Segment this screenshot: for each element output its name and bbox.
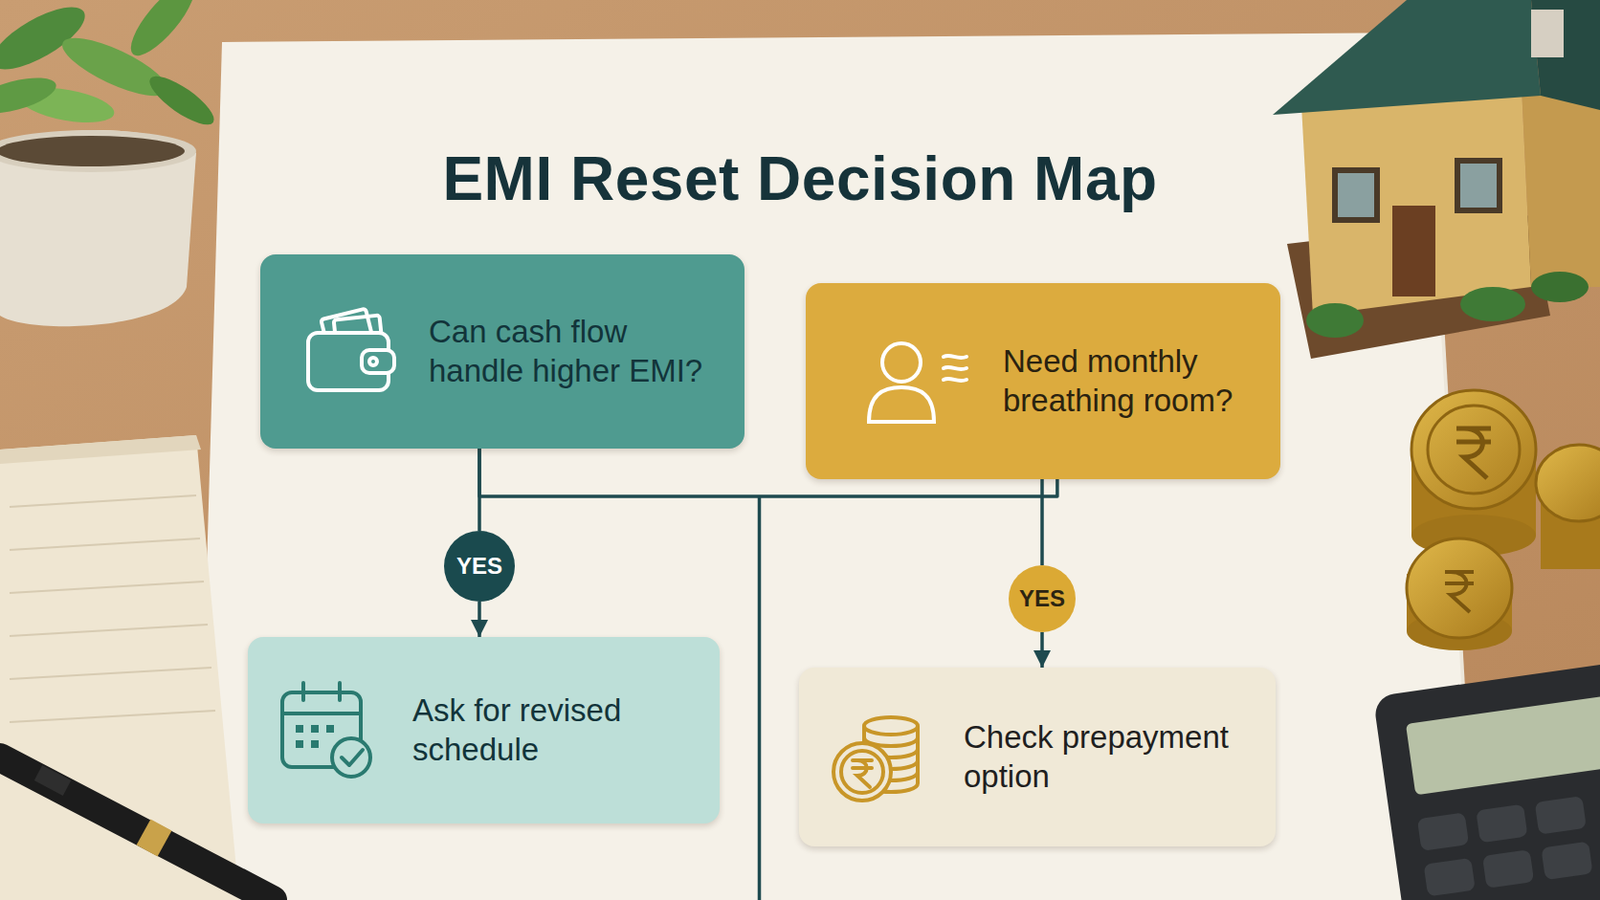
box-label: Can cash flow handle higher EMI? bbox=[428, 312, 724, 391]
coin-stacks bbox=[1406, 390, 1600, 651]
text-wrap: YES bbox=[456, 553, 503, 580]
box-label: Check prepayment option bbox=[963, 718, 1255, 797]
connector bbox=[477, 601, 482, 638]
yes-badge: YES bbox=[1008, 565, 1076, 633]
diagram-title: EMI Reset Decision Map bbox=[0, 143, 1600, 215]
plant bbox=[0, 0, 221, 327]
person-icon bbox=[863, 335, 977, 428]
calendar-icon bbox=[276, 679, 378, 783]
house-model bbox=[1272, 0, 1600, 359]
wallet-icon bbox=[302, 306, 404, 399]
action-box: Check prepayment option bbox=[799, 667, 1276, 847]
calculator bbox=[1373, 659, 1600, 900]
pen bbox=[0, 757, 273, 900]
text-wrap: Ask for revised schedule bbox=[412, 691, 699, 770]
text-wrap: Check prepayment option bbox=[963, 718, 1255, 797]
text-wrap: YES bbox=[1019, 585, 1066, 613]
action-box: Ask for revised schedule bbox=[247, 637, 720, 824]
connector bbox=[1040, 479, 1045, 566]
trunk-line bbox=[757, 496, 762, 900]
text-wrap: Can cash flow handle higher EMI? bbox=[428, 312, 724, 391]
question-box: Can cash flow handle higher EMI? bbox=[260, 254, 745, 449]
question-box: Need monthly breathing room? bbox=[805, 283, 1281, 480]
badge-label: YES bbox=[456, 553, 503, 580]
connector bbox=[477, 448, 482, 532]
badge-label: YES bbox=[1019, 585, 1066, 613]
box-label: Ask for revised schedule bbox=[412, 691, 699, 770]
text-wrap: Need monthly breathing room? bbox=[1002, 342, 1260, 421]
connector bbox=[1040, 632, 1045, 668]
coins-icon bbox=[827, 709, 928, 807]
yes-badge: YES bbox=[444, 531, 515, 602]
box-label: Need monthly breathing room? bbox=[1002, 342, 1260, 421]
